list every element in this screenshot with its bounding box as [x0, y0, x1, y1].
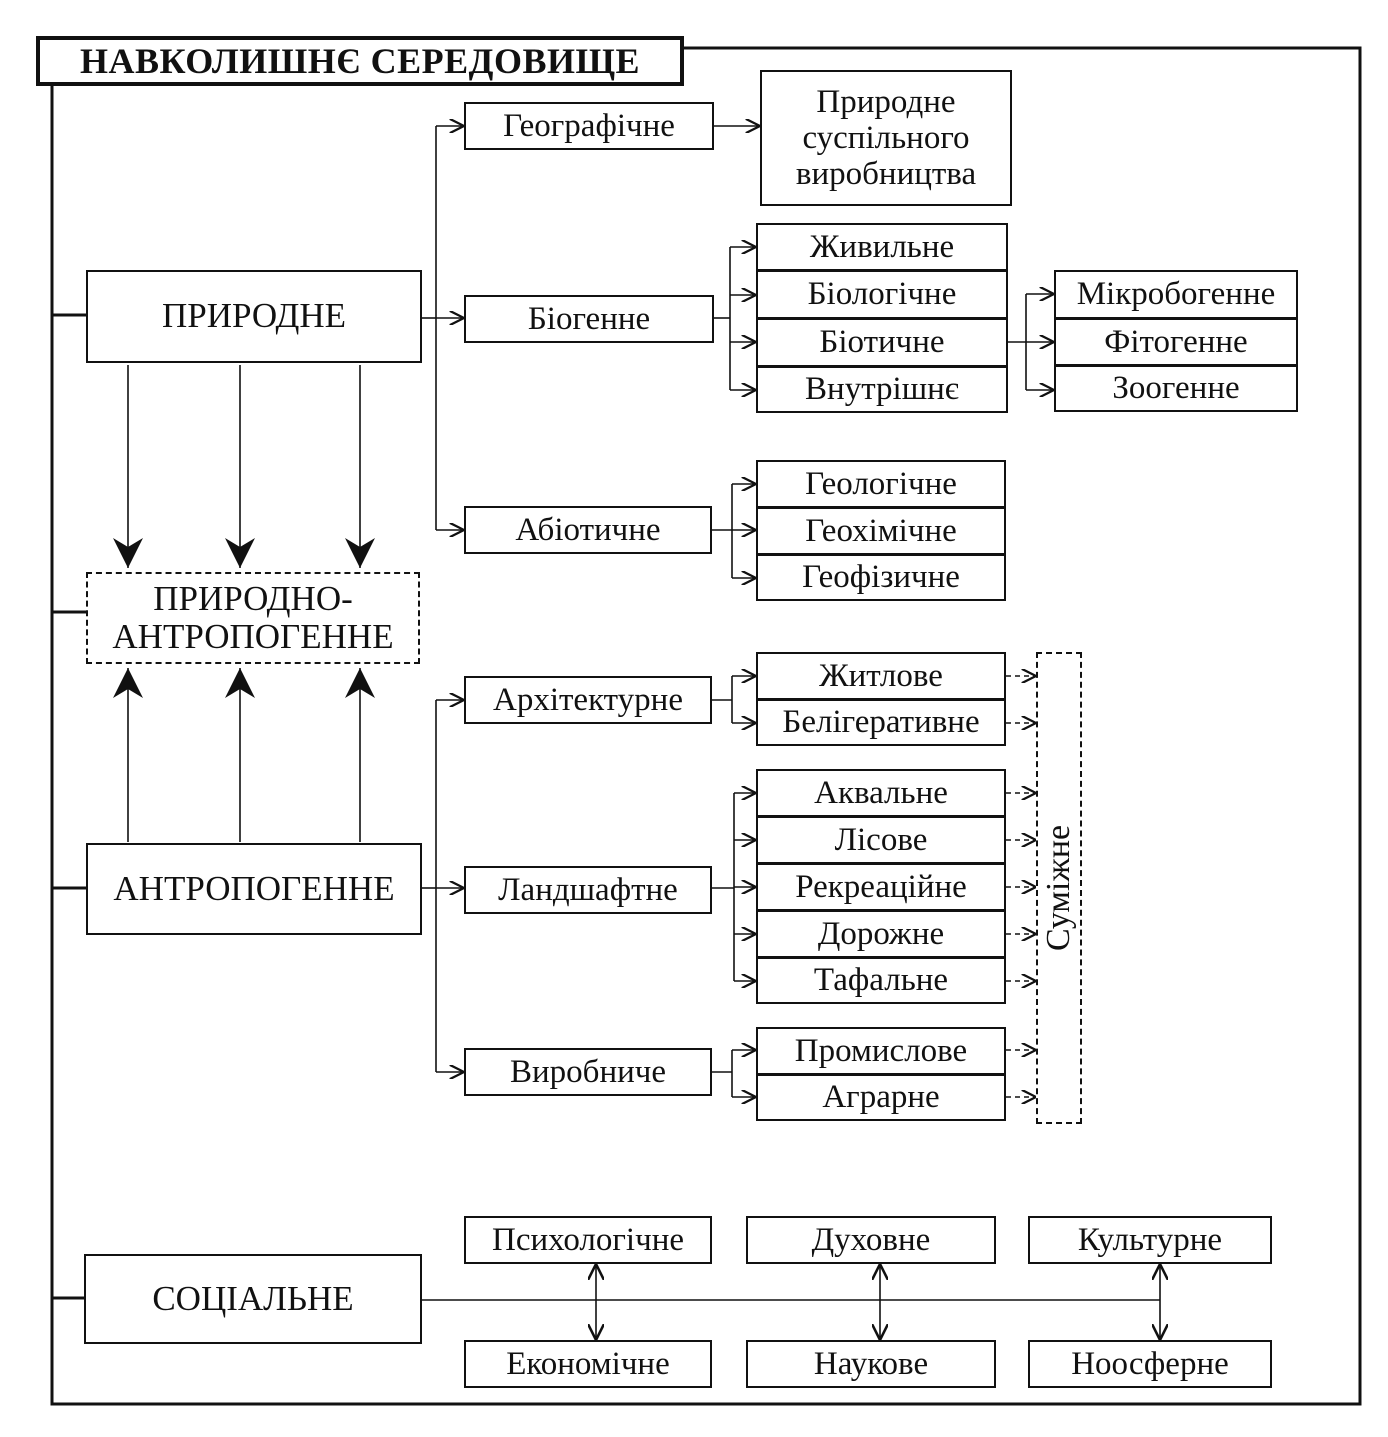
- anthropogenic-branch-lines: [421, 676, 756, 1097]
- landscape-child-box: Рекреаційне: [756, 863, 1006, 911]
- biogenic-child-box: Біологічне: [756, 270, 1008, 319]
- biogenic-box: Біогенне: [464, 295, 714, 343]
- landscape-box: Ландшафтне: [464, 866, 712, 914]
- adjacent-label: Суміжне: [1040, 824, 1077, 952]
- architectural-child-box: Житлове: [756, 652, 1006, 700]
- spine-ticks: [52, 313, 86, 1300]
- landscape-child-box: Лісове: [756, 816, 1006, 864]
- architectural-child-box: Белігеративне: [756, 699, 1006, 746]
- adjacent-dashed-arrows: [1006, 676, 1036, 1097]
- natural-anthropogenic-line2: АНТРОПОГЕННЕ: [112, 617, 394, 656]
- biotic-child-box: Фітогенне: [1054, 318, 1298, 366]
- social-branch-lines: [421, 1264, 1160, 1340]
- landscape-child-box: Тафальне: [756, 957, 1006, 1004]
- architectural-box: Архітектурне: [464, 676, 712, 724]
- geographic-child-line3: виробництва: [795, 156, 977, 193]
- adjacent-box: [1036, 652, 1082, 1124]
- social-top-box: Культурне: [1028, 1216, 1272, 1264]
- abiotic-child-box: Геологічне: [756, 460, 1006, 508]
- social-bottom-box: Ноосферне: [1028, 1340, 1272, 1388]
- industrial-child-box: Аграрне: [756, 1074, 1006, 1121]
- biotic-child-box: Мікробогенне: [1054, 270, 1298, 319]
- biogenic-child-box: Внутрішнє: [756, 366, 1008, 413]
- natural-to-mixed-arrows: [113, 365, 375, 568]
- landscape-child-box: Аквальне: [756, 769, 1006, 817]
- landscape-child-box: Дорожне: [756, 910, 1006, 958]
- biotic-child-box: Зоогенне: [1054, 365, 1298, 412]
- outer-frame: [50, 46, 1362, 1406]
- social-top-box: Духовне: [746, 1216, 996, 1264]
- abiotic-child-box: Геофізичне: [756, 554, 1006, 601]
- geographic-child-line1: Природне: [816, 83, 956, 120]
- biogenic-child-box: Біотичне: [756, 318, 1008, 367]
- industrial-child-box: Промислове: [756, 1027, 1006, 1075]
- natural-anthropogenic-box: ПРИРОДНО- АНТРОПОГЕННЕ: [86, 572, 420, 664]
- geographic-child-line2: суспільного: [802, 119, 970, 156]
- social-bottom-box: Економічне: [464, 1340, 712, 1388]
- natural-anthropogenic-line1: ПРИРОДНО-: [153, 578, 353, 618]
- industrial-box: Виробниче: [464, 1048, 712, 1096]
- abiotic-box: Абіотичне: [464, 506, 712, 554]
- geographic-child-box: Природне суспільного виробництва: [760, 70, 1012, 206]
- page-title: НАВКОЛИШНЄ СЕРЕДОВИЩЕ: [36, 36, 684, 86]
- geographic-box: Географічне: [464, 102, 714, 150]
- abiotic-child-box: Геохімічне: [756, 507, 1006, 555]
- natural-branch-lines: [421, 126, 1054, 578]
- biogenic-child-box: Живильне: [756, 223, 1008, 271]
- social-bottom-box: Наукове: [746, 1340, 996, 1388]
- natural-box: ПРИРОДНЕ: [86, 270, 422, 363]
- anthropogenic-box: АНТРОПОГЕННЕ: [86, 843, 422, 935]
- anthropogenic-to-mixed-arrows: [113, 668, 375, 842]
- social-box: СОЦІАЛЬНЕ: [84, 1254, 422, 1344]
- social-top-box: Психологічне: [464, 1216, 712, 1264]
